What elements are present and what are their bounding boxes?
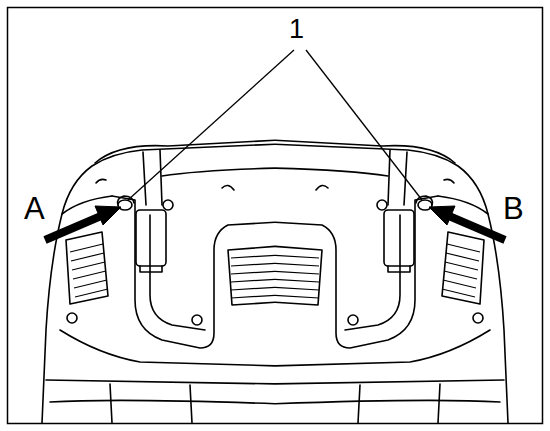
vent-stroke — [72, 262, 105, 270]
grille-stroke — [231, 271, 275, 274]
arrow-letter: A — [24, 193, 45, 224]
vent-stroke — [71, 253, 104, 261]
grille-stroke — [231, 279, 275, 282]
callout-number: 1 — [289, 16, 304, 43]
grille-stroke — [231, 255, 275, 258]
vent-stroke — [74, 280, 107, 288]
vent-stroke — [75, 289, 108, 297]
grille-stroke — [231, 287, 275, 290]
arrow-letter: B — [503, 193, 524, 224]
vent-stroke — [73, 271, 106, 279]
grille-stroke — [231, 263, 275, 266]
vent-stroke — [70, 244, 103, 252]
grille-stroke — [231, 295, 275, 298]
